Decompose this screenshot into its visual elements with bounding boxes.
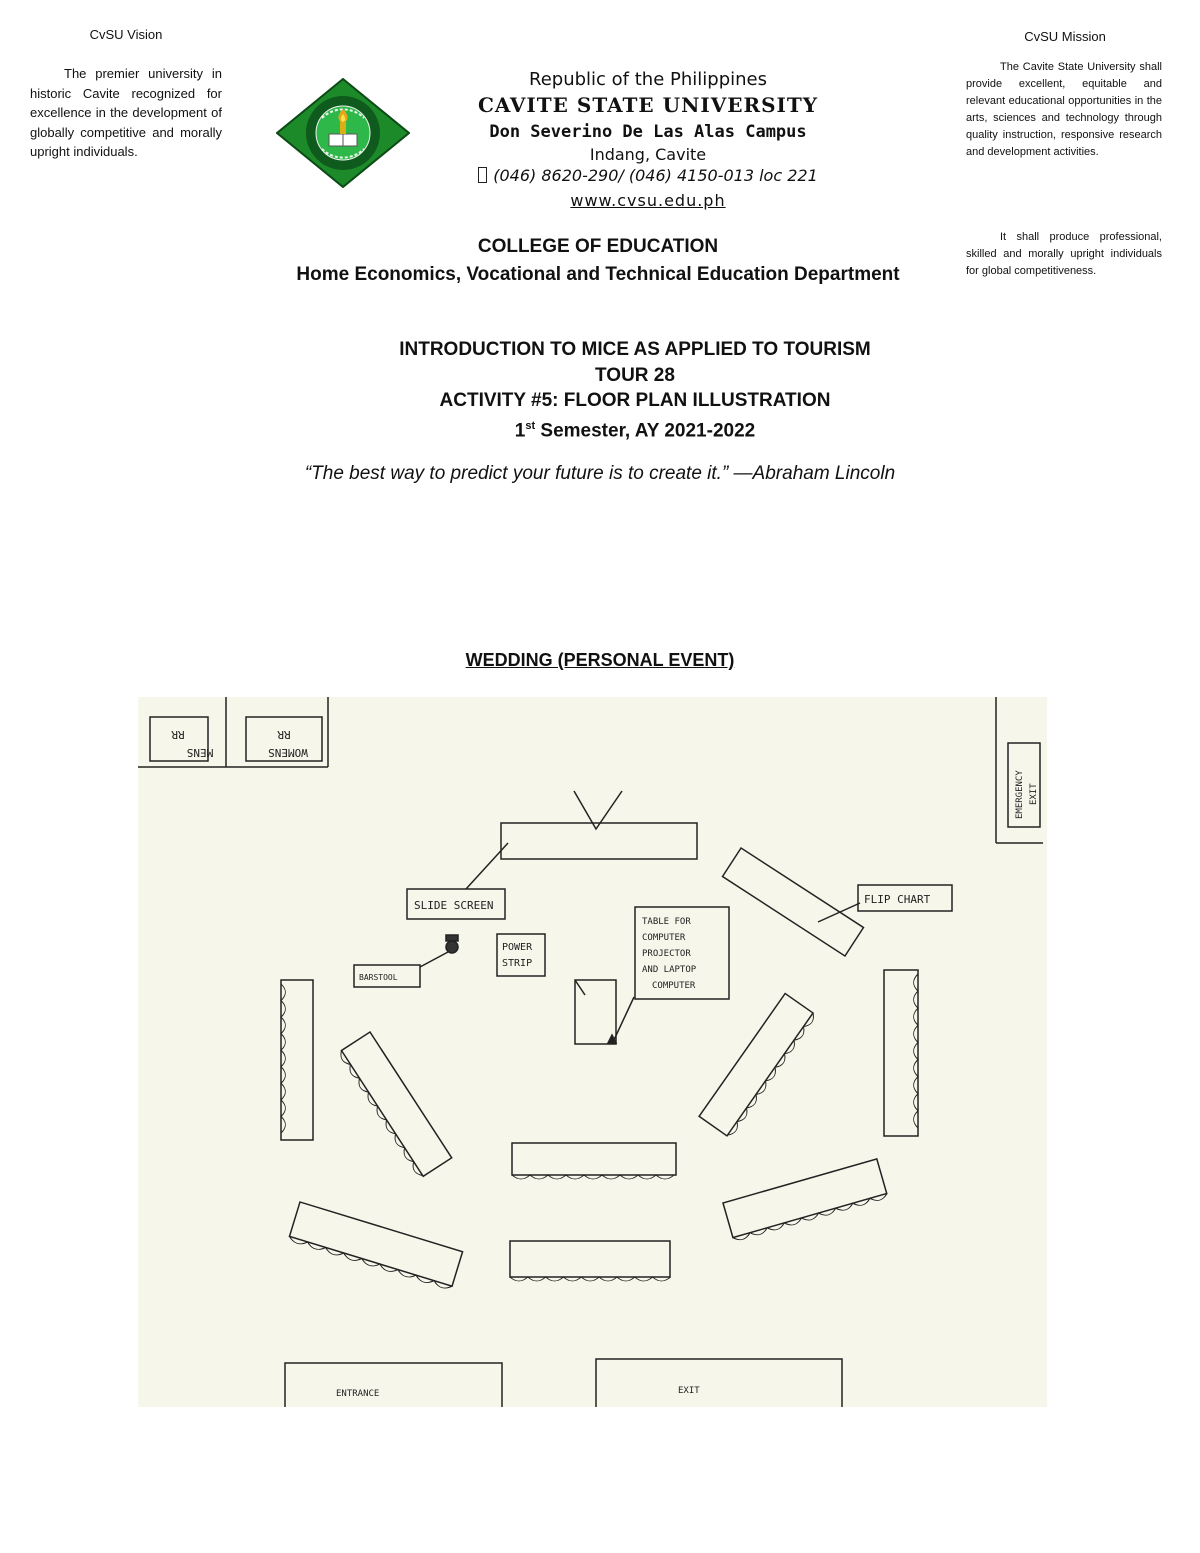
- womens-restroom: [245, 716, 323, 762]
- vision-title: CvSU Vision: [89, 27, 163, 42]
- event-title: WEDDING (PERSONAL EVENT): [465, 650, 735, 670]
- guest-table-right: [883, 969, 919, 1137]
- power-strip-label-box: [496, 933, 546, 977]
- guest-table-center-bottom: [509, 1240, 672, 1282]
- entrance-label: ENTRANCE: [336, 1389, 379, 1399]
- emergency-exit-label-2: EXIT: [1029, 783, 1039, 805]
- university-name: CAVITE STATE UNIVERSITY: [477, 93, 819, 117]
- republic-line: Republic of the Philippines: [529, 69, 767, 90]
- website-link[interactable]: www.cvsu.edu.ph: [570, 191, 726, 210]
- course-title: INTRODUCTION TO MICE AS APPLIED TO TOURI…: [399, 339, 871, 360]
- guest-table-inner-right: [698, 992, 818, 1139]
- floor-plan-illustration: MENS RR WOMENS RR EMERGENCY EXIT SLIDE S…: [138, 697, 1047, 1407]
- phone-number: (046) 8620-290/ (046) 4150-013 loc 221: [493, 166, 818, 185]
- computer-table-label-5: COMPUTER: [652, 981, 696, 991]
- womens-rr-label-2: RR: [277, 728, 291, 741]
- mission-title: CvSU Mission: [1024, 29, 1106, 44]
- flip-chart-label: FLIP CHART: [864, 893, 931, 906]
- computer-table-label-4: AND LAPTOP: [642, 965, 697, 975]
- mission-paragraph-1: The Cavite State University shall provid…: [966, 61, 1162, 158]
- guest-table-left: [280, 979, 314, 1141]
- guest-table-lower-right: [722, 1157, 890, 1243]
- mens-rr-label: MENS: [187, 746, 214, 759]
- computer-table-label-box: [634, 906, 730, 1000]
- slide-screen-shape: [500, 822, 698, 860]
- department-name: Home Economics, Vocational and Technical…: [296, 264, 900, 285]
- emergency-exit-sign: [1007, 742, 1041, 828]
- semester-line: 1st Semester, AY 2021-2022: [300, 414, 970, 444]
- computer-table-label-3: PROJECTOR: [642, 949, 691, 959]
- phone-icon: [478, 167, 488, 183]
- guest-table-lower-left: [287, 1201, 464, 1292]
- computer-table-label-1: TABLE FOR: [642, 917, 691, 927]
- college-name: COLLEGE OF EDUCATION: [477, 236, 719, 257]
- guest-table-inner-left: [337, 1030, 453, 1179]
- campus-name: Don Severino De Las Alas Campus: [489, 122, 807, 142]
- computer-table-shape: [574, 979, 617, 1045]
- activity-title: ACTIVITY #5: FLOOR PLAN ILLUSTRATION: [439, 390, 831, 411]
- barstool-label-box: [353, 964, 421, 988]
- course-header: INTRODUCTION TO MICE AS APPLIED TO TOURI…: [300, 337, 970, 443]
- semester-ordinal: 1: [514, 419, 526, 441]
- flip-chart-shape: [721, 846, 865, 958]
- slide-screen-label: SLIDE SCREEN: [414, 899, 493, 912]
- womens-rr-label: WOMENS: [268, 746, 308, 759]
- computer-table-label-2: COMPUTER: [642, 933, 686, 943]
- emergency-exit-label: EMERGENCY: [1015, 770, 1025, 819]
- mens-rr-label-2: RR: [171, 728, 185, 741]
- flip-chart-label-box: [857, 884, 953, 912]
- university-logo: [275, 77, 411, 189]
- guest-table-center-top: [511, 1142, 677, 1180]
- power-strip-label-2: STRIP: [502, 958, 532, 969]
- mens-restroom: [149, 716, 209, 762]
- power-strip-label: POWER: [502, 942, 533, 953]
- course-code: TOUR 28: [595, 364, 675, 386]
- vision-text: The premier university in historic Cavit…: [30, 66, 222, 159]
- semester-rest: Semester, AY 2021-2022: [535, 419, 756, 441]
- barstool-label: BARSTOOL: [359, 973, 398, 982]
- contact-phone: (046) 8620-290/ (046) 4150-013 loc 221: [418, 166, 878, 185]
- mission-paragraph-2: It shall produce professional, skilled a…: [966, 231, 1162, 277]
- semester-suffix: st: [525, 419, 536, 432]
- campus-town: Indang, Cavite: [589, 145, 707, 164]
- inspirational-quote: “The best way to predict your future is …: [304, 463, 896, 484]
- slide-screen-label-box: [406, 888, 506, 920]
- exit-label: EXIT: [678, 1386, 700, 1396]
